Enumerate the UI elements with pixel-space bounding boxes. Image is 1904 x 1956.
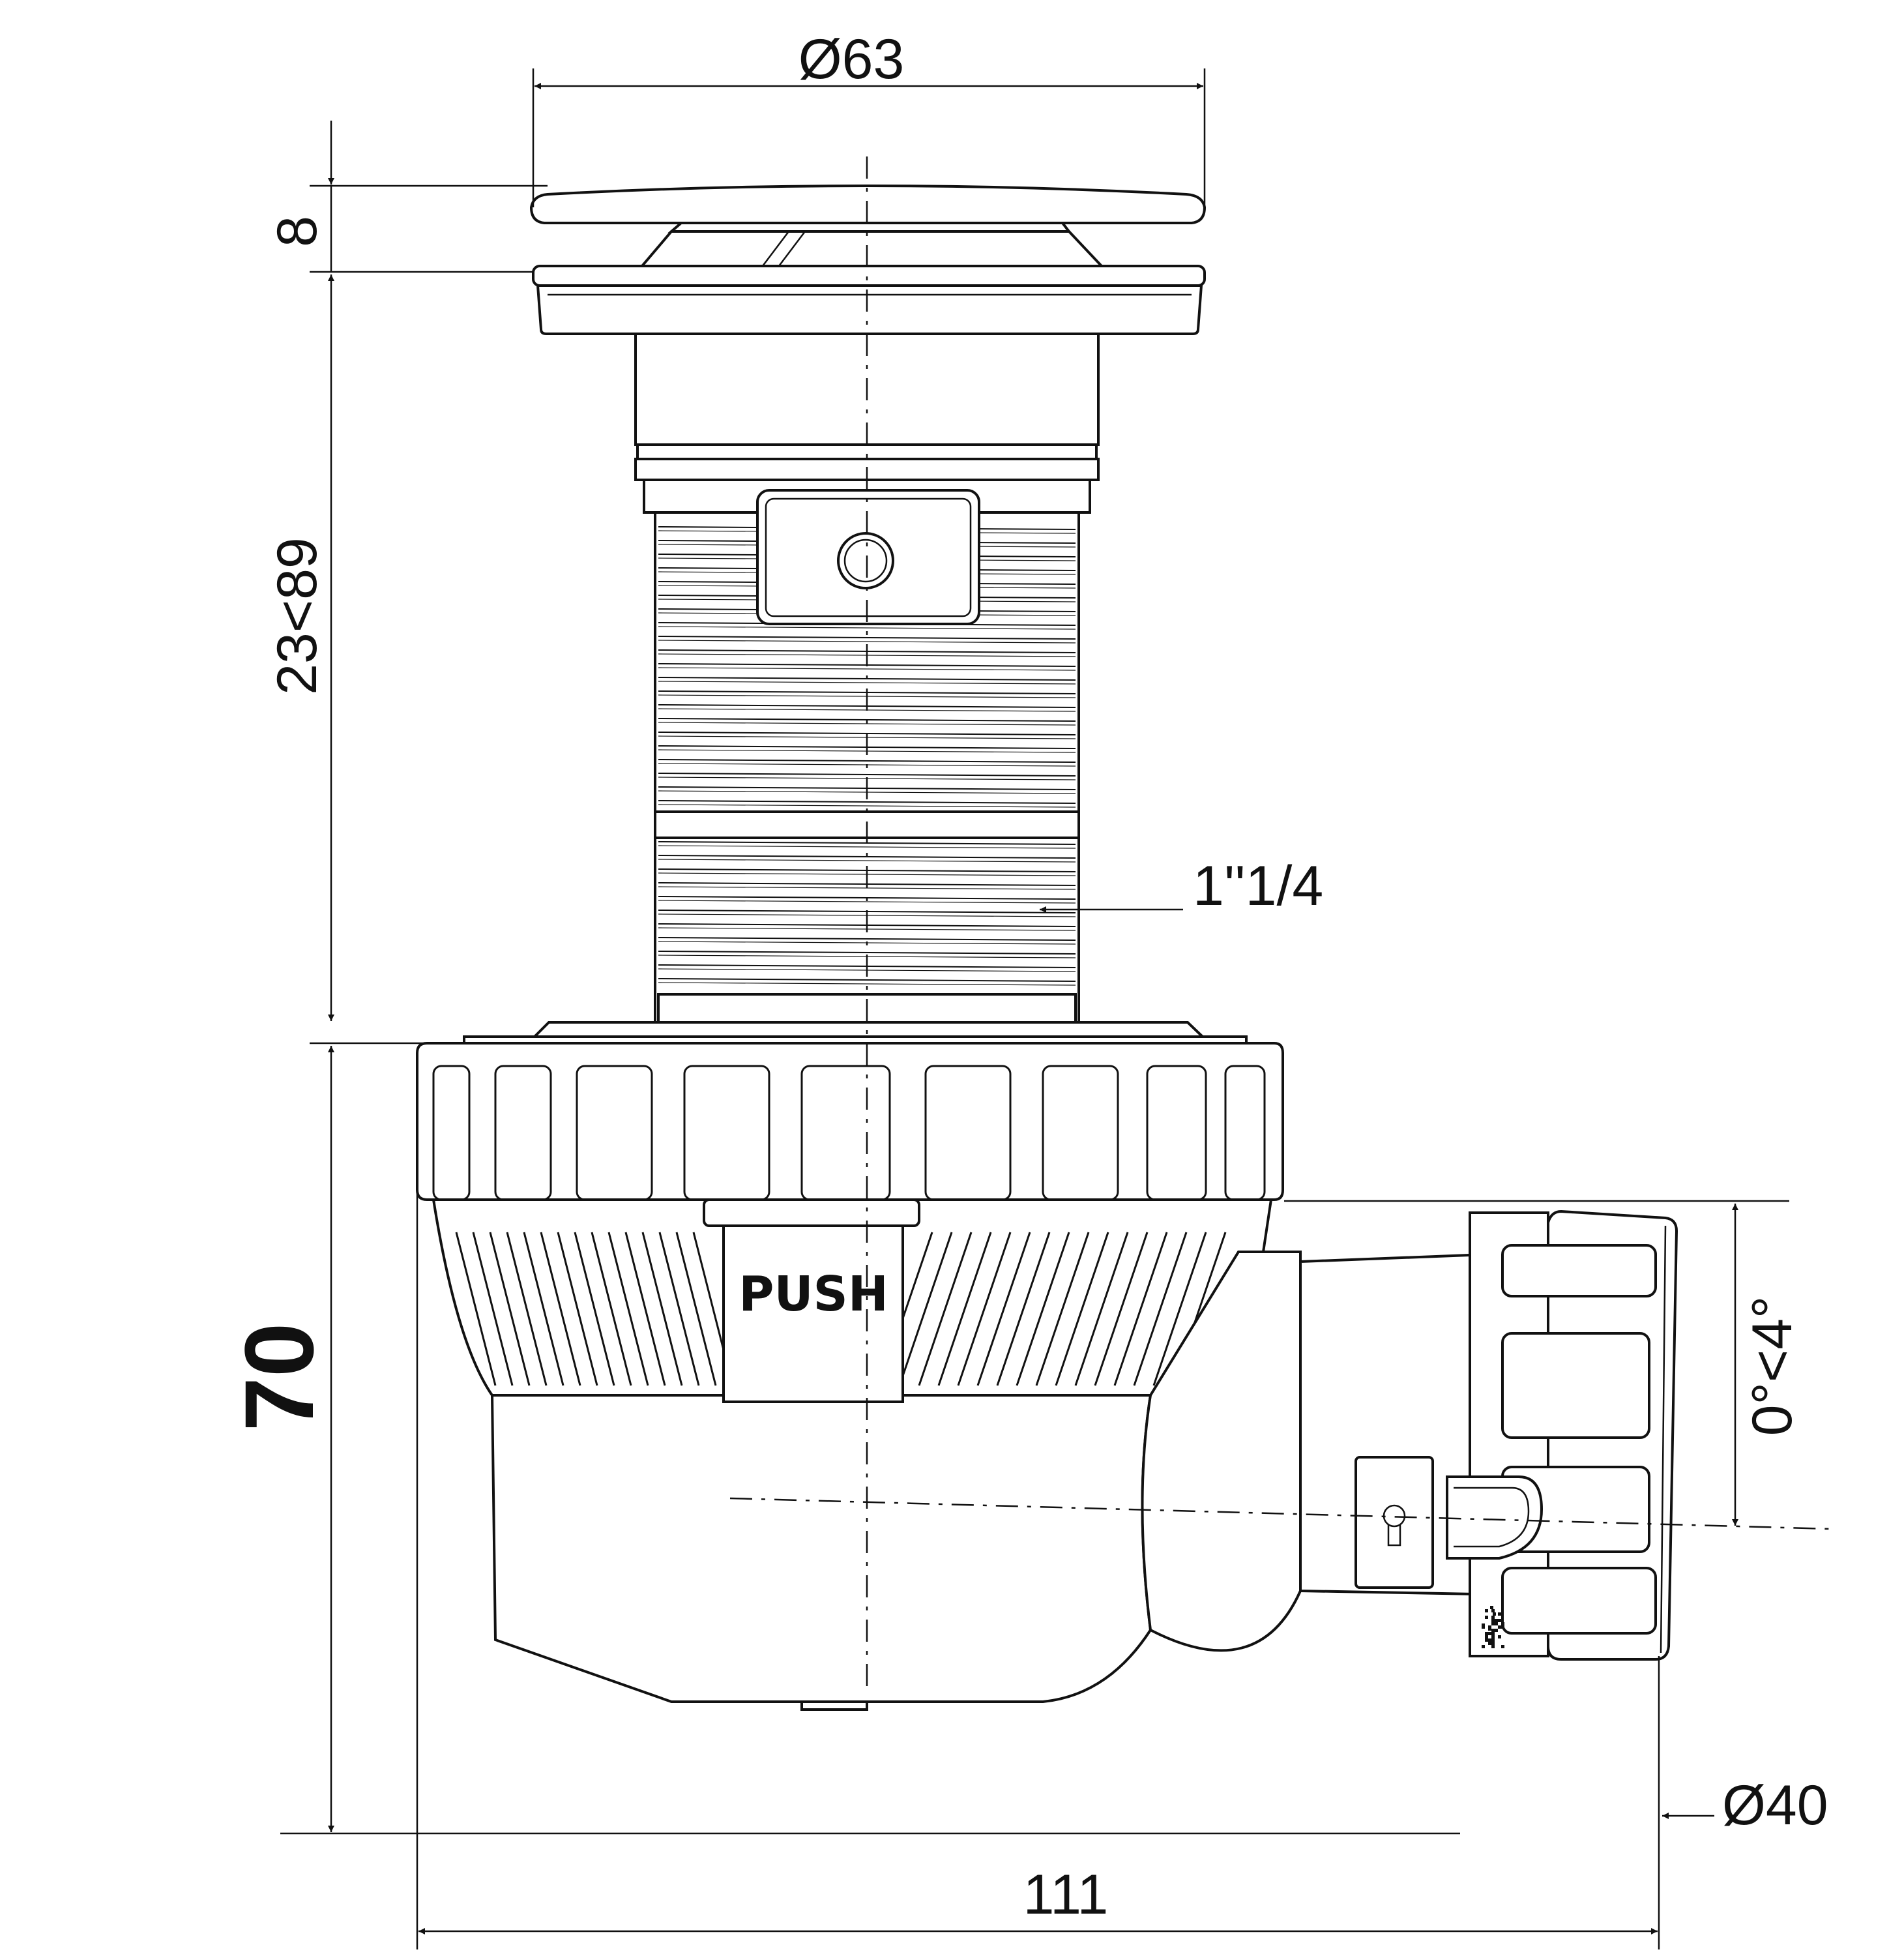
- keyhole-tab: [1355, 1456, 1544, 1589]
- hatch-line: [675, 1232, 717, 1386]
- hatch-line: [996, 1232, 1051, 1386]
- hatch-line: [658, 759, 1076, 763]
- hatch-line: [1055, 1232, 1109, 1386]
- hatch-line: [489, 1232, 531, 1386]
- hatch-line: [523, 1232, 564, 1386]
- thread-label: 1''1/4: [1193, 855, 1323, 917]
- hatch-line: [641, 1232, 683, 1386]
- hatch-line: [976, 1232, 1031, 1386]
- dim-body-height: 70: [224, 1046, 1460, 1835]
- hatch-line: [658, 773, 1076, 777]
- hatch-line: [1094, 1232, 1149, 1386]
- hatch-line: [608, 1232, 649, 1386]
- hatch-line: [455, 1232, 497, 1386]
- hatch-line: [898, 1232, 953, 1386]
- hatch-line: [658, 951, 1076, 955]
- hatch-line: [1152, 1232, 1207, 1386]
- hatch-line: [1016, 1232, 1070, 1386]
- dim-total-width: 111: [416, 1193, 1660, 1949]
- hatch-line: [658, 800, 1076, 804]
- hatch-line: [1113, 1232, 1168, 1386]
- hatch-line: [658, 636, 1076, 640]
- body-height-label: 70: [224, 1323, 334, 1432]
- hatch-line: [918, 1232, 973, 1386]
- dim-cap-diameter: Ø63: [532, 28, 1206, 207]
- hatch-line: [658, 978, 1076, 982]
- cap-height-label: 8: [266, 216, 329, 247]
- cap-diameter-label: Ø63: [798, 28, 905, 91]
- hatch-line: [1035, 1232, 1090, 1386]
- outlet-angle-label: 0°<4°: [1741, 1296, 1804, 1436]
- push-marking: PUSH: [739, 1266, 888, 1322]
- hatch-line: [574, 1232, 615, 1386]
- hatch-line: [658, 640, 1076, 644]
- hatch-line: [658, 667, 1076, 671]
- hatch-line: [937, 1232, 992, 1386]
- hatch-line: [658, 681, 1076, 685]
- hatch-line: [472, 1232, 514, 1386]
- outlet-elbow: [1141, 1209, 1678, 1661]
- hatch-line: [624, 1232, 666, 1386]
- hatch-line: [658, 900, 1076, 904]
- dim-cap-height: 8: [266, 121, 548, 273]
- hatch-line: [1133, 1232, 1188, 1386]
- lock-nut: [416, 1021, 1284, 1201]
- retaining-clip: [756, 489, 980, 625]
- popup-cap: [529, 185, 1207, 267]
- dim-thread: 1''1/4: [1040, 855, 1323, 917]
- hatch-line: [658, 845, 1076, 849]
- dim-outlet-diameter: Ø40: [1662, 1774, 1828, 1837]
- lower-body: [432, 1198, 1273, 1711]
- hatch-line: [540, 1232, 581, 1386]
- outlet-nut-slots: [1482, 1244, 1657, 1648]
- outlet-diameter-label: Ø40: [1722, 1774, 1828, 1837]
- dim-tube-length: 23<89: [266, 274, 469, 1045]
- hatch-line: [658, 937, 1076, 941]
- hatch-line: [506, 1232, 548, 1386]
- hatch-line: [957, 1232, 1012, 1386]
- push-button: PUSH: [703, 1198, 920, 1403]
- hatch-line: [557, 1232, 598, 1386]
- total-width-label: 111: [1023, 1863, 1109, 1926]
- hatch-line: [658, 859, 1076, 863]
- outlet-axis-centerline: [729, 1497, 1832, 1530]
- hatch-line: [658, 982, 1076, 986]
- tube-length-label: 23<89: [266, 537, 329, 695]
- hatch-line: [591, 1232, 632, 1386]
- dim-outlet-angle: 0°<4°: [1284, 1200, 1804, 1526]
- hatch-line: [1074, 1232, 1129, 1386]
- hatch-line: [658, 804, 1076, 808]
- hatch-line: [658, 626, 1076, 630]
- flange: [532, 265, 1206, 335]
- hatch-line: [658, 1232, 700, 1386]
